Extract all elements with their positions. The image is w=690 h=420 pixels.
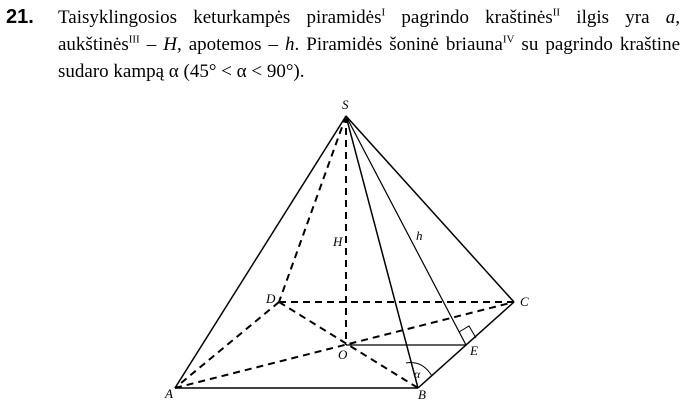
footnote-marker: I: [381, 6, 386, 19]
right-angle-marker: [458, 325, 477, 339]
text-part: –: [139, 34, 164, 55]
angle-alpha-arc: [405, 362, 433, 377]
text-part: .: [299, 61, 305, 82]
label-E: E: [469, 343, 478, 358]
variable-h: h: [285, 34, 295, 55]
text-part: , aukštinės: [58, 7, 681, 55]
problem-number: 21.: [6, 6, 34, 28]
hidden-edge-DA: [174, 301, 280, 389]
edge-SC: [345, 115, 515, 303]
hidden-diagonal-AC: [174, 301, 515, 389]
label-S: S: [342, 97, 349, 112]
variable-a: a: [665, 7, 676, 28]
hidden-diagonal-DB: [278, 301, 419, 389]
text-part: su pagrindo kraštine sudaro kampą α: [58, 34, 681, 82]
problem-statement: 21. Taisyklingosios keturkampės piramidė…: [0, 0, 690, 95]
footnote-marker: III: [128, 33, 140, 46]
label-A: A: [164, 386, 173, 401]
label-h: h: [416, 228, 423, 243]
label-alpha: α: [414, 367, 421, 381]
pyramid-diagram: S A B C D O E H h α: [164, 97, 529, 402]
label-O: O: [338, 347, 348, 362]
label-H: H: [332, 234, 343, 249]
edge-SB: [345, 115, 419, 389]
problem-text: Taisyklingosios keturkampės piramidėsI p…: [58, 4, 680, 85]
text-part: . Piramidės šoninė briauna: [294, 34, 503, 55]
text-part: ilgis yra: [560, 7, 666, 28]
edge-SA: [174, 115, 347, 389]
text-part: Taisyklingosios keturkampės piramidės: [58, 7, 382, 28]
footnote-marker: IV: [502, 33, 515, 46]
text-part: , apotemos –: [176, 34, 286, 55]
label-D: D: [265, 291, 276, 306]
pyramid-figure: S A B C D O E H h α: [0, 95, 690, 415]
text-part: pagrindo kraštinės: [385, 7, 553, 28]
angle-condition: (45° < α < 90°): [183, 61, 300, 82]
label-C: C: [520, 294, 529, 309]
variable-H: H: [163, 34, 177, 55]
hidden-edge-SD: [278, 115, 347, 303]
apothem-SE: [345, 115, 467, 346]
label-B: B: [418, 387, 426, 402]
footnote-marker: II: [552, 6, 561, 19]
